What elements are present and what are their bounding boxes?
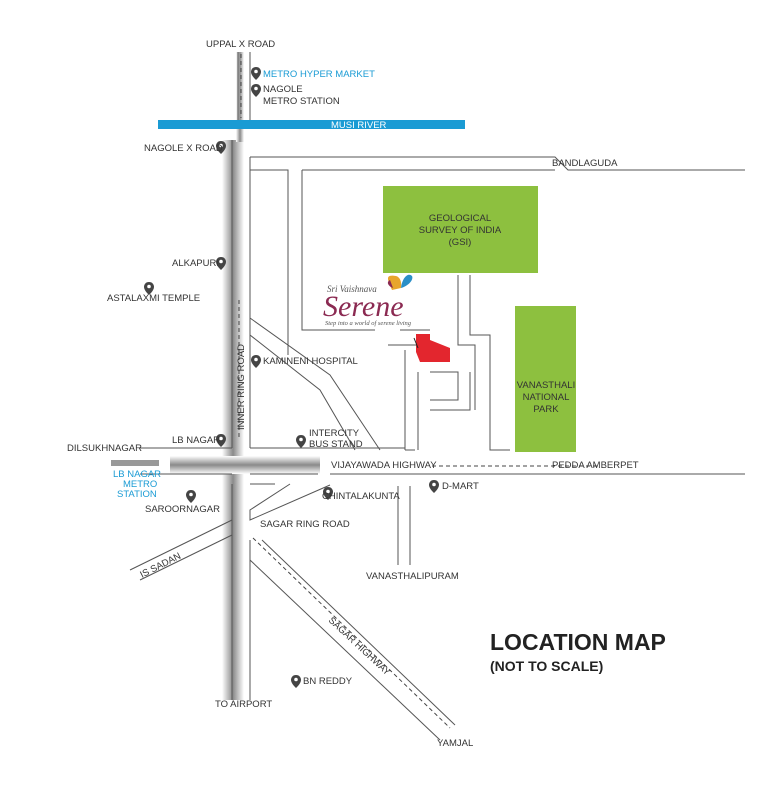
nagole-x-road-label: NAGOLE X ROAD <box>144 143 223 154</box>
intercity-label-line1: INTERCITY <box>309 428 360 439</box>
lb-metro-label-line3: STATION <box>117 489 157 500</box>
gsi-label-line3: (GSI) <box>449 237 472 248</box>
vijayawada-highway-label: VIJAYAWADA HIGHWAY <box>331 460 437 471</box>
road-network <box>129 52 745 741</box>
lb-nagar-label: LB NAGAR <box>172 435 220 446</box>
bn-reddy-label: BN REDDY <box>303 676 353 687</box>
d-mart-label: D-MART <box>442 481 479 492</box>
kamineni-hospital-label: KAMINENI HOSPITAL <box>263 356 358 367</box>
dilsukhnagar-label: DILSUKHNAGAR <box>67 443 142 454</box>
nagole-metro-pin-icon <box>251 84 261 97</box>
intercity-bus-stand-pin-icon <box>296 435 306 448</box>
brand-prefix: Sri Vaishnava <box>327 284 377 294</box>
saroornagar-label: SAROORNAGAR <box>145 504 220 515</box>
gsi-label-line2: SURVEY OF INDIA <box>419 225 502 236</box>
brand-tagline: Step into a world of serene living <box>325 320 412 327</box>
project-site-marker <box>416 334 450 362</box>
map-subtitle: (NOT TO SCALE) <box>490 658 603 674</box>
alkapuri-label: ALKAPURI <box>172 258 219 269</box>
map-title: LOCATION MAP <box>490 629 666 655</box>
musi-river-label: MUSI RIVER <box>331 120 387 131</box>
metro-hyper-market-label: METRO HYPER MARKET <box>263 69 375 80</box>
yamjal-label: YAMJAL <box>437 738 473 749</box>
sagar-ring-road-label: SAGAR RING ROAD <box>260 519 350 530</box>
gsi-label-line1: GEOLOGICAL <box>429 213 491 224</box>
lb-metro-label-line1: LB NAGAR <box>113 469 161 480</box>
nagole-metro-label-line1: NAGOLE <box>263 84 303 95</box>
lb-nagar-junction-corridor <box>170 456 320 474</box>
park-label-line3: PARK <box>533 404 559 415</box>
bn-reddy-pin-icon <box>291 675 301 688</box>
serene-logo: Sri Vaishnava Serene Step into a world o… <box>323 274 413 327</box>
vanasthali-park-area <box>515 306 576 452</box>
to-airport-label: TO AIRPORT <box>215 699 272 710</box>
inner-ring-road-corridor <box>222 140 244 700</box>
lb-nagar-metro-track <box>111 460 159 466</box>
pedda-amberpet-label: PEDDA AMBERPET <box>552 460 639 471</box>
inner-ring-road-label: INNER RING ROAD <box>236 344 247 430</box>
intercity-label-line2: BUS STAND <box>309 439 363 450</box>
astalaxmi-temple-label: ASTALAXMI TEMPLE <box>107 293 200 304</box>
metro-hyper-market-pin-icon <box>251 67 261 80</box>
park-label-line2: NATIONAL <box>523 392 570 403</box>
musi-river <box>158 120 465 129</box>
uppal-x-road-label: UPPAL X ROAD <box>206 39 275 50</box>
sagar-highway-dashes <box>252 537 451 729</box>
vanasthalipuram-label: VANASTHALIPURAM <box>366 571 459 582</box>
chintalakunta-label: CHINTALAKUNTA <box>322 491 400 502</box>
lb-metro-label-line2: METRO <box>123 479 157 490</box>
nagole-metro-label-line2: METRO STATION <box>263 96 340 107</box>
sagar-highway-label: SAGAR HIGHWAY <box>326 615 393 678</box>
brand-name: Serene <box>323 290 404 323</box>
bandlaguda-label: BANDLAGUDA <box>552 158 618 169</box>
kamineni-hospital-pin-icon <box>251 355 261 368</box>
d-mart-pin-icon <box>429 480 439 493</box>
gsi-area <box>383 186 538 273</box>
uppal-road-corridor <box>236 52 244 142</box>
park-label-line1: VANASTHALI <box>517 380 575 391</box>
saroornagar-pin-icon <box>186 490 196 503</box>
